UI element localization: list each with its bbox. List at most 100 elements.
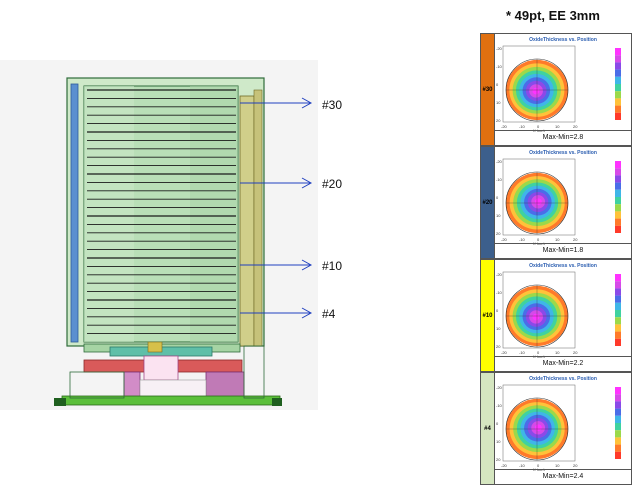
- callout-arrow-head: [301, 177, 313, 189]
- x-tick-label: 10: [555, 124, 560, 129]
- red-ring-left: [83, 359, 145, 373]
- color-scale-step: [615, 197, 621, 205]
- y-tick-label: 0: [496, 195, 499, 200]
- contour-band: [534, 424, 542, 432]
- y-tick-label: -20: [496, 159, 503, 164]
- color-scale-step: [615, 451, 621, 459]
- color-scale-step: [615, 112, 621, 120]
- y-tick-label: -10: [496, 64, 503, 69]
- y-tick-label: 20: [496, 457, 501, 462]
- pedestal-left-leg: [123, 371, 141, 399]
- left-rod: [70, 83, 79, 343]
- y-tick-label: 10: [496, 439, 501, 444]
- callout-arrow-head: [301, 97, 313, 109]
- color-scale-step: [615, 62, 621, 70]
- color-scale-step: [615, 105, 621, 113]
- page-title: * 49pt, EE 3mm: [506, 8, 600, 23]
- x-tick-label: -10: [519, 124, 526, 129]
- x-tick-label: 10: [555, 463, 560, 468]
- callout-arrows: [240, 97, 313, 319]
- color-scale-step: [615, 317, 621, 325]
- callout-10: #10: [322, 259, 342, 273]
- x-tick-label: 20: [573, 124, 578, 129]
- color-scale-step: [615, 218, 621, 226]
- y-tick-label: 0: [496, 421, 499, 426]
- plot-title: OxideThickness vs. Position: [529, 150, 597, 156]
- color-scale-step: [615, 423, 621, 431]
- x-tick-label: -20: [501, 124, 508, 129]
- x-tick-label: -10: [519, 463, 526, 468]
- plot-title: OxideThickness vs. Position: [529, 37, 597, 43]
- y-tick-label: 20: [496, 118, 501, 123]
- flange-right-end: [272, 398, 282, 406]
- housing-right: [243, 345, 265, 399]
- x-tick-label: 10: [555, 350, 560, 355]
- color-scale-step: [615, 161, 621, 169]
- housing-left: [69, 371, 125, 399]
- color-scale-step: [615, 84, 621, 92]
- slot-strip: #20: [481, 147, 494, 258]
- yellow-block: [147, 341, 163, 353]
- callout-30: #30: [322, 98, 342, 112]
- color-scale-step: [615, 55, 621, 63]
- y-tick-label: 0: [496, 82, 499, 87]
- contour-band: [532, 313, 540, 321]
- plot-frame: [502, 45, 576, 123]
- center-pedestal: [143, 355, 179, 381]
- wafer-lines: [87, 89, 236, 335]
- x-tick-label: 10: [555, 237, 560, 242]
- flange: [61, 395, 281, 406]
- y-tick-label: 10: [496, 326, 501, 331]
- plot-frame: [502, 158, 576, 236]
- color-scale-step: [615, 91, 621, 99]
- plot-title: OxideThickness vs. Position: [529, 263, 597, 269]
- x-tick-label: 20: [573, 237, 578, 242]
- callout-arrow-head: [301, 307, 313, 319]
- color-scale-step: [615, 98, 621, 106]
- color-scale-step: [615, 168, 621, 176]
- color-scale-step: [615, 288, 621, 296]
- color-scale-step: [615, 302, 621, 310]
- max-min-value: Max-Min=2.2: [494, 356, 631, 371]
- x-tick-label: -10: [519, 350, 526, 355]
- color-scale-step: [615, 204, 621, 212]
- plot-title: OxideThickness vs. Position: [529, 376, 597, 382]
- right-rod-outer: [253, 89, 263, 347]
- pedestal-right-leg: [205, 371, 245, 399]
- color-scale-step: [615, 274, 621, 282]
- y-tick-label: -10: [496, 290, 503, 295]
- max-min-value: Max-Min=2.4: [494, 469, 631, 484]
- x-tick-label: 0: [537, 463, 540, 468]
- panel-20: #20 OxideThickness vs. Position -20 20 -10…: [480, 146, 632, 259]
- x-tick-label: -20: [501, 463, 508, 468]
- boat-highlight: [84, 86, 134, 342]
- color-scale-step: [615, 430, 621, 438]
- color-scale-step: [615, 310, 621, 318]
- callout-arrow-head: [301, 259, 313, 271]
- contour-band: [532, 87, 540, 95]
- x-tick-label: 20: [573, 463, 578, 468]
- plot-frame: [502, 384, 576, 462]
- color-scale-step: [615, 338, 621, 346]
- right-rod: [239, 95, 255, 347]
- x-tick-label: 0: [537, 124, 540, 129]
- y-tick-label: -10: [496, 177, 503, 182]
- y-tick-label: 20: [496, 231, 501, 236]
- y-tick-label: -20: [496, 46, 503, 51]
- color-scale-step: [615, 189, 621, 197]
- color-scale-step: [615, 437, 621, 445]
- max-min-value: Max-Min=1.8: [494, 243, 631, 258]
- color-scale-step: [615, 225, 621, 233]
- y-tick-label: -20: [496, 272, 503, 277]
